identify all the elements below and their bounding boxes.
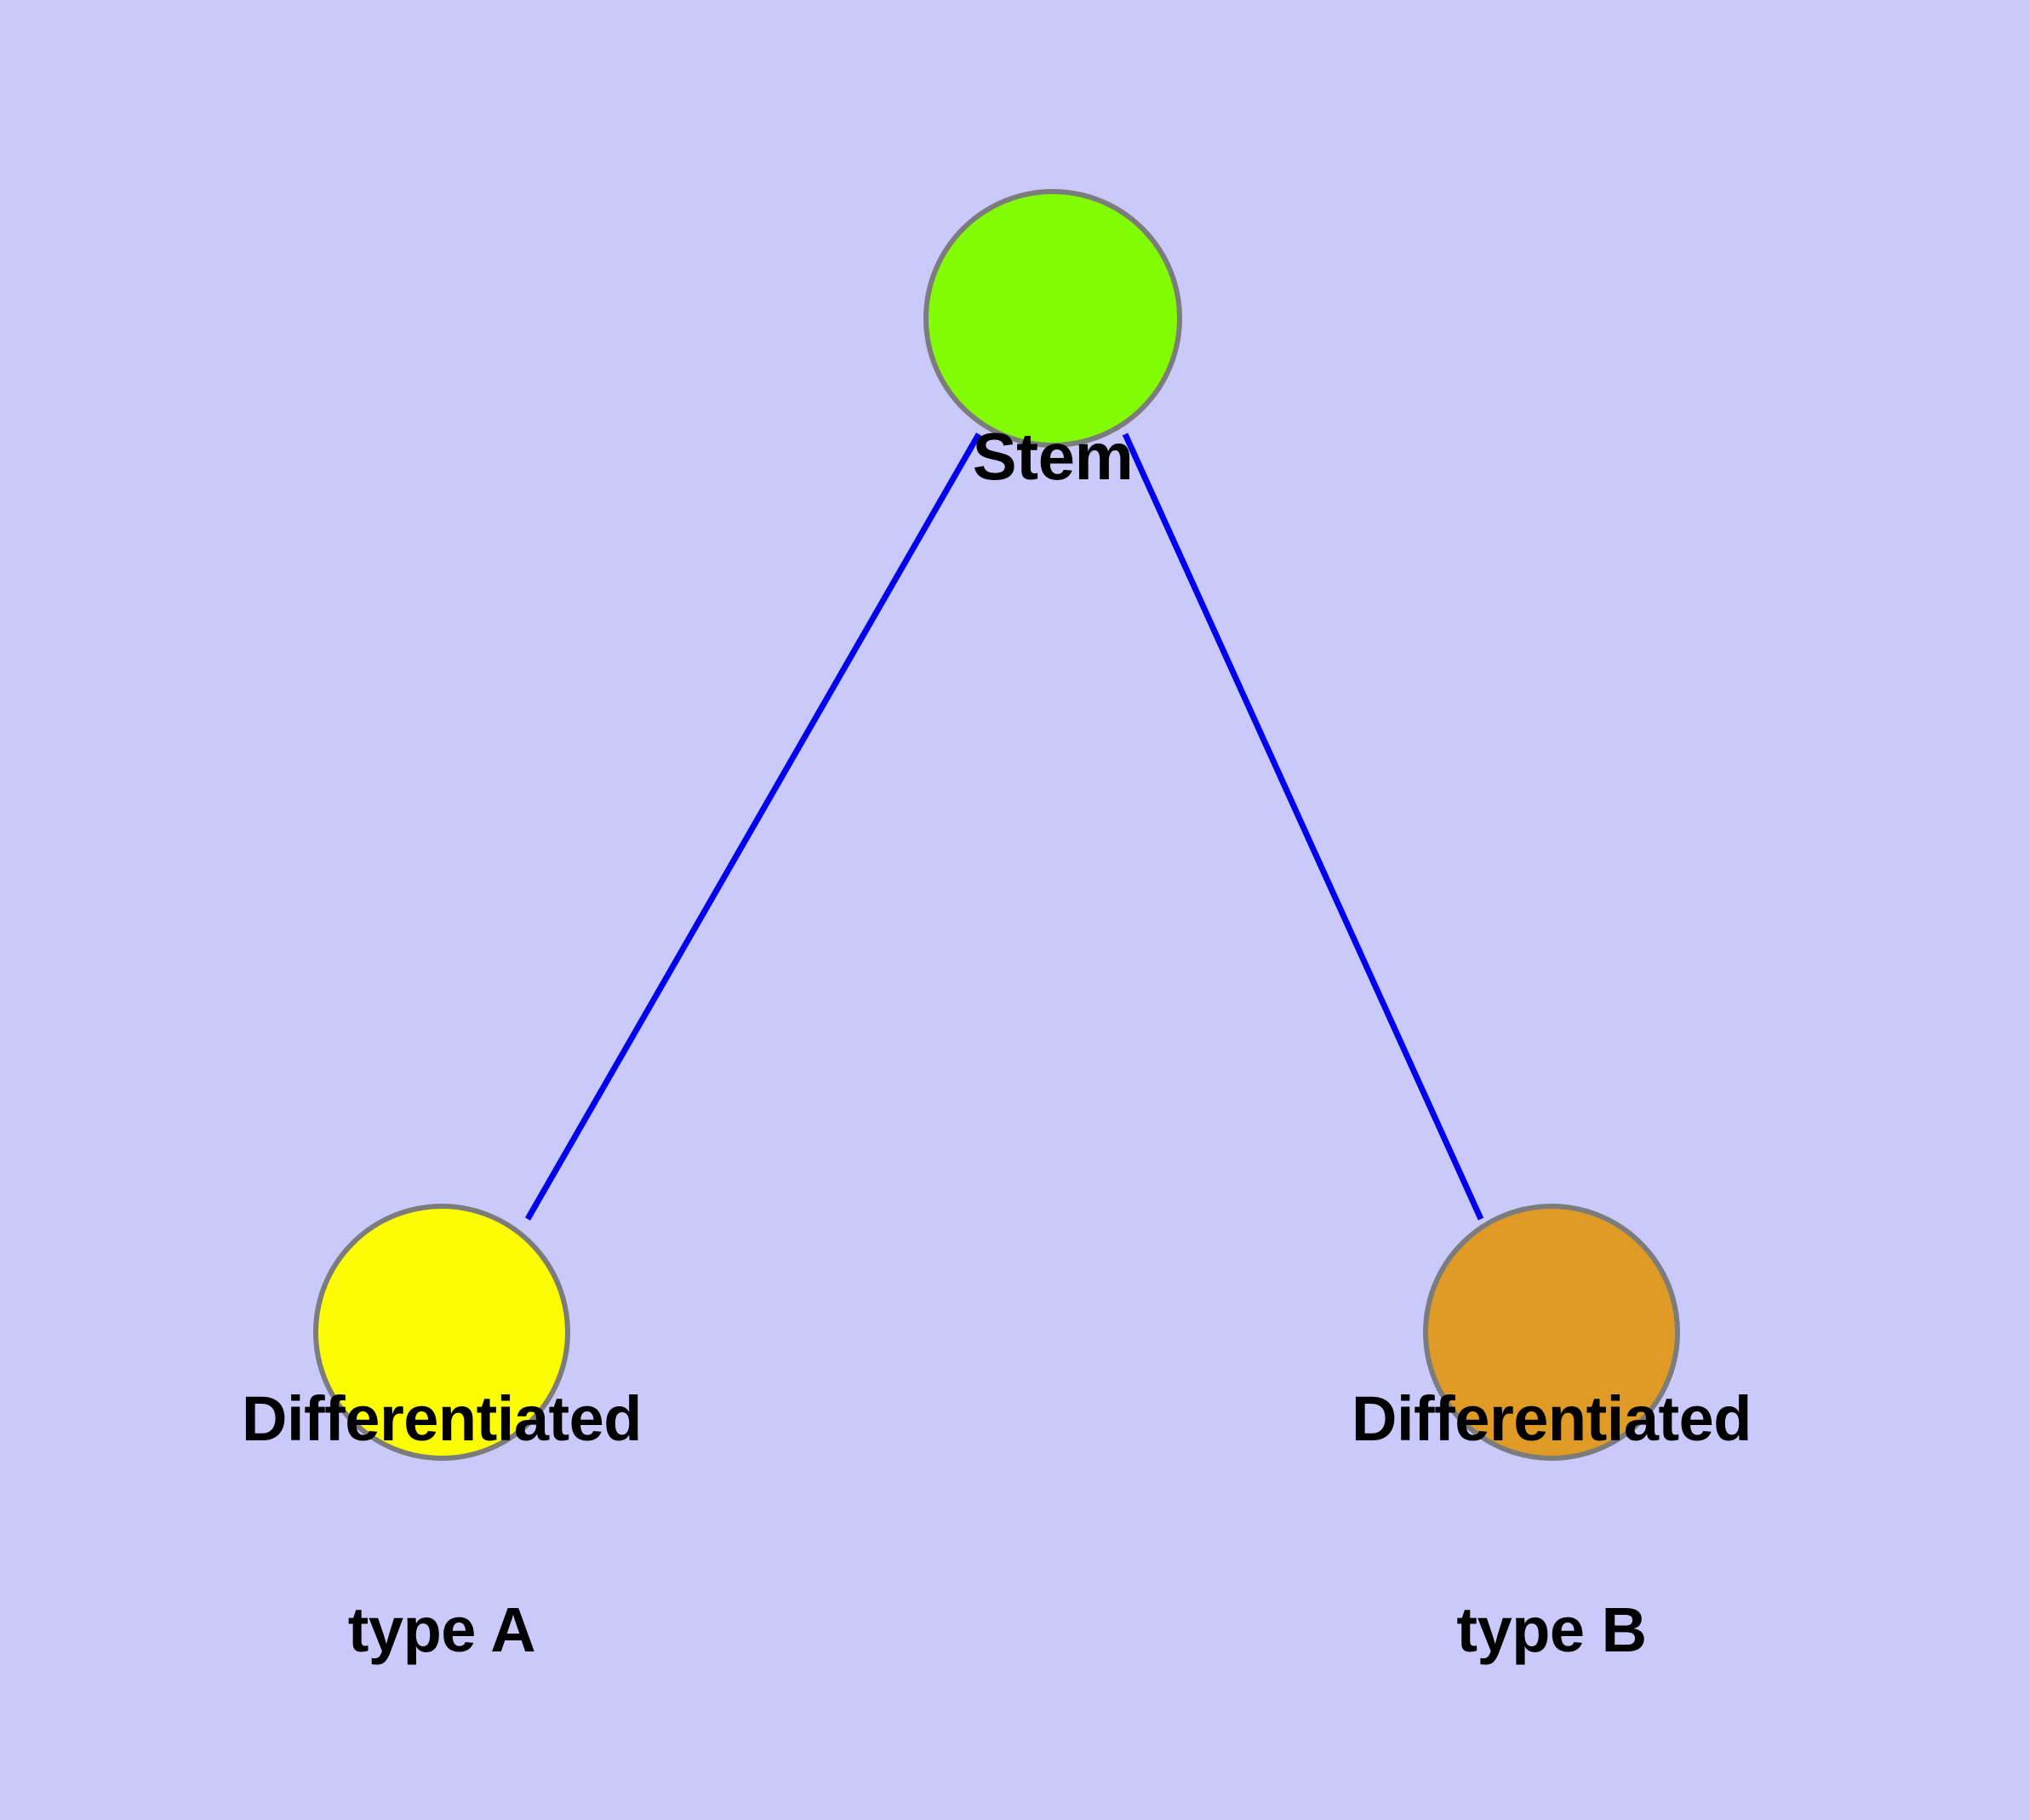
node-differentiated-type-b[interactable] xyxy=(1423,1204,1680,1461)
edge-stem-to-differentiated-type-a xyxy=(524,432,982,1221)
edge-stem-to-differentiated-type-b xyxy=(1122,432,1484,1221)
node-stem[interactable] xyxy=(923,189,1182,448)
node-differentiated-type-a[interactable] xyxy=(313,1204,570,1461)
